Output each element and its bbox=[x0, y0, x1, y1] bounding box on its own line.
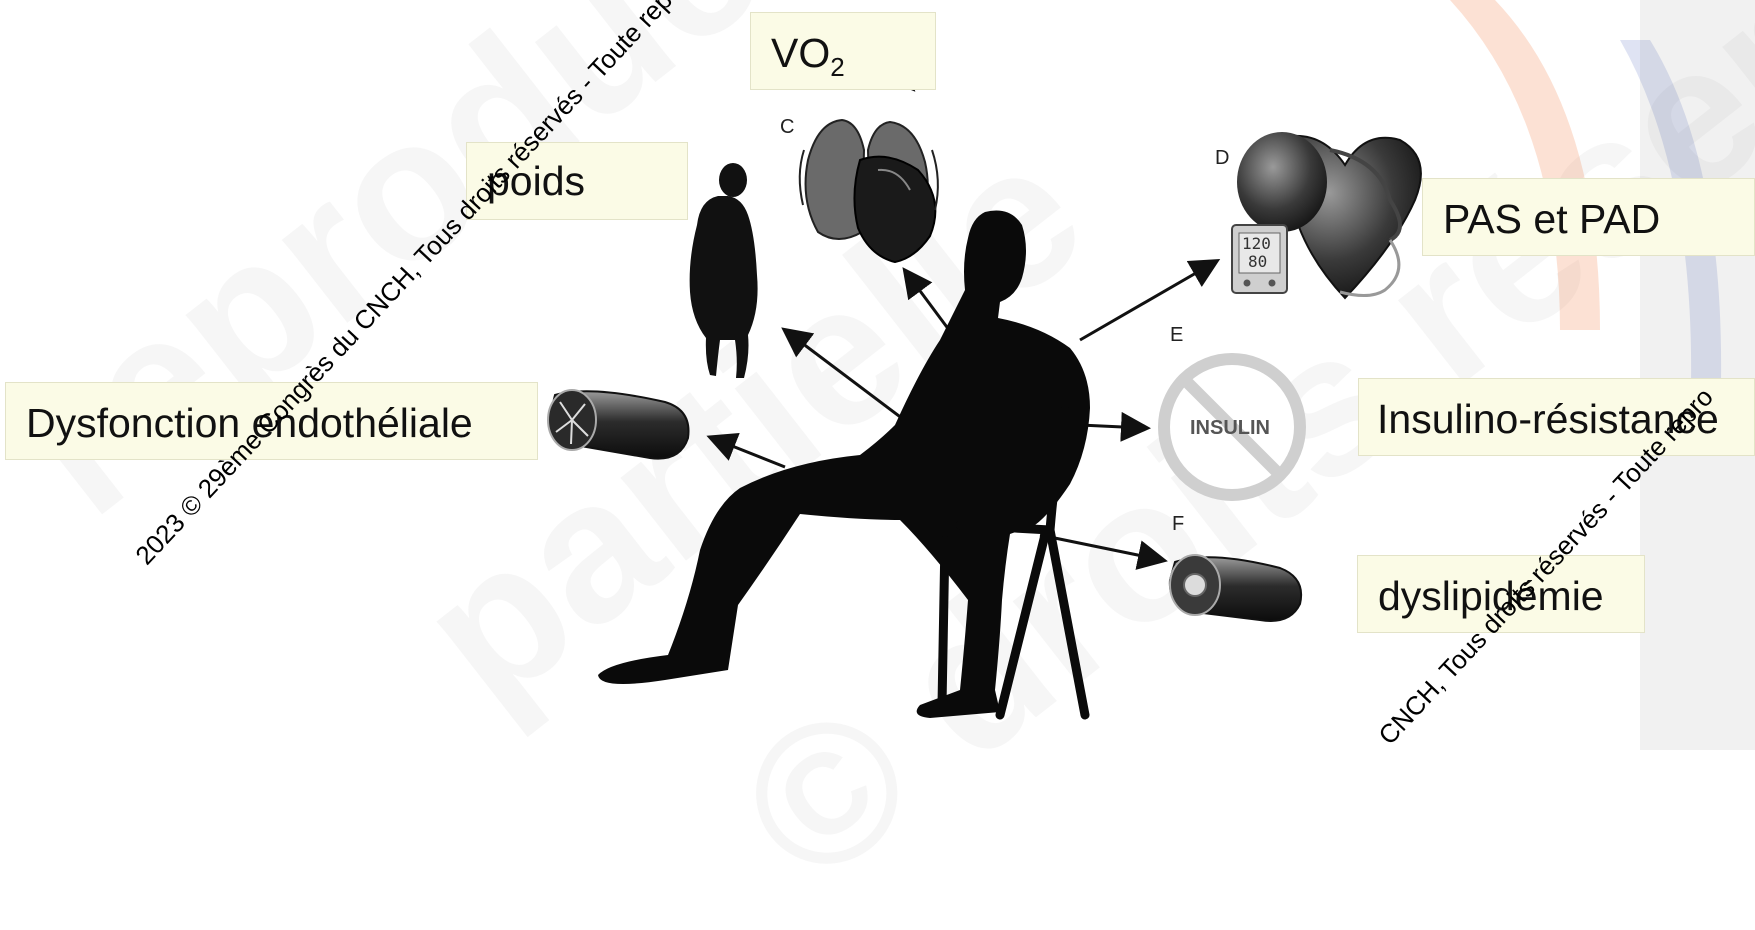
obese-figure-silhouette bbox=[690, 163, 758, 378]
panel-letter-f: F bbox=[1172, 513, 1184, 536]
pas-pad-label: PAS et PAD bbox=[1443, 199, 1660, 240]
panel-letter-d: D bbox=[1215, 147, 1229, 170]
lungs-heart-icon bbox=[800, 120, 938, 262]
pas-pad-label-box: PAS et PAD bbox=[1422, 178, 1755, 256]
vessel-left-icon bbox=[548, 390, 689, 459]
arrow-to-insulin bbox=[1080, 425, 1145, 428]
logo-decoration-grey bbox=[1640, 0, 1755, 750]
vo2-label-box: VO2 bbox=[750, 12, 936, 90]
arrow-to-blood-pressure bbox=[1080, 262, 1215, 340]
bp-systolic-value: 120 bbox=[1242, 234, 1271, 253]
arrow-to-obese-figure bbox=[786, 331, 915, 428]
heart-blood-pressure-icon bbox=[1232, 132, 1421, 298]
vo2-label-main: VO bbox=[771, 30, 830, 76]
vessel-right-icon bbox=[1170, 555, 1301, 621]
vo2-label: VO2 bbox=[771, 33, 845, 80]
insulin-sign-text: INSULIN bbox=[1190, 417, 1270, 440]
arrow-to-vessel-left bbox=[712, 438, 785, 467]
bp-diastolic-value: 80 bbox=[1248, 252, 1267, 271]
panel-letter-c: C bbox=[780, 116, 794, 139]
diagram-stage: reproduction partielle © droits réservés bbox=[0, 0, 1755, 750]
panel-letter-e: E bbox=[1170, 324, 1183, 347]
vo2-label-subscript: 2 bbox=[830, 52, 844, 82]
logo-decoration-orange bbox=[1450, 0, 1600, 330]
